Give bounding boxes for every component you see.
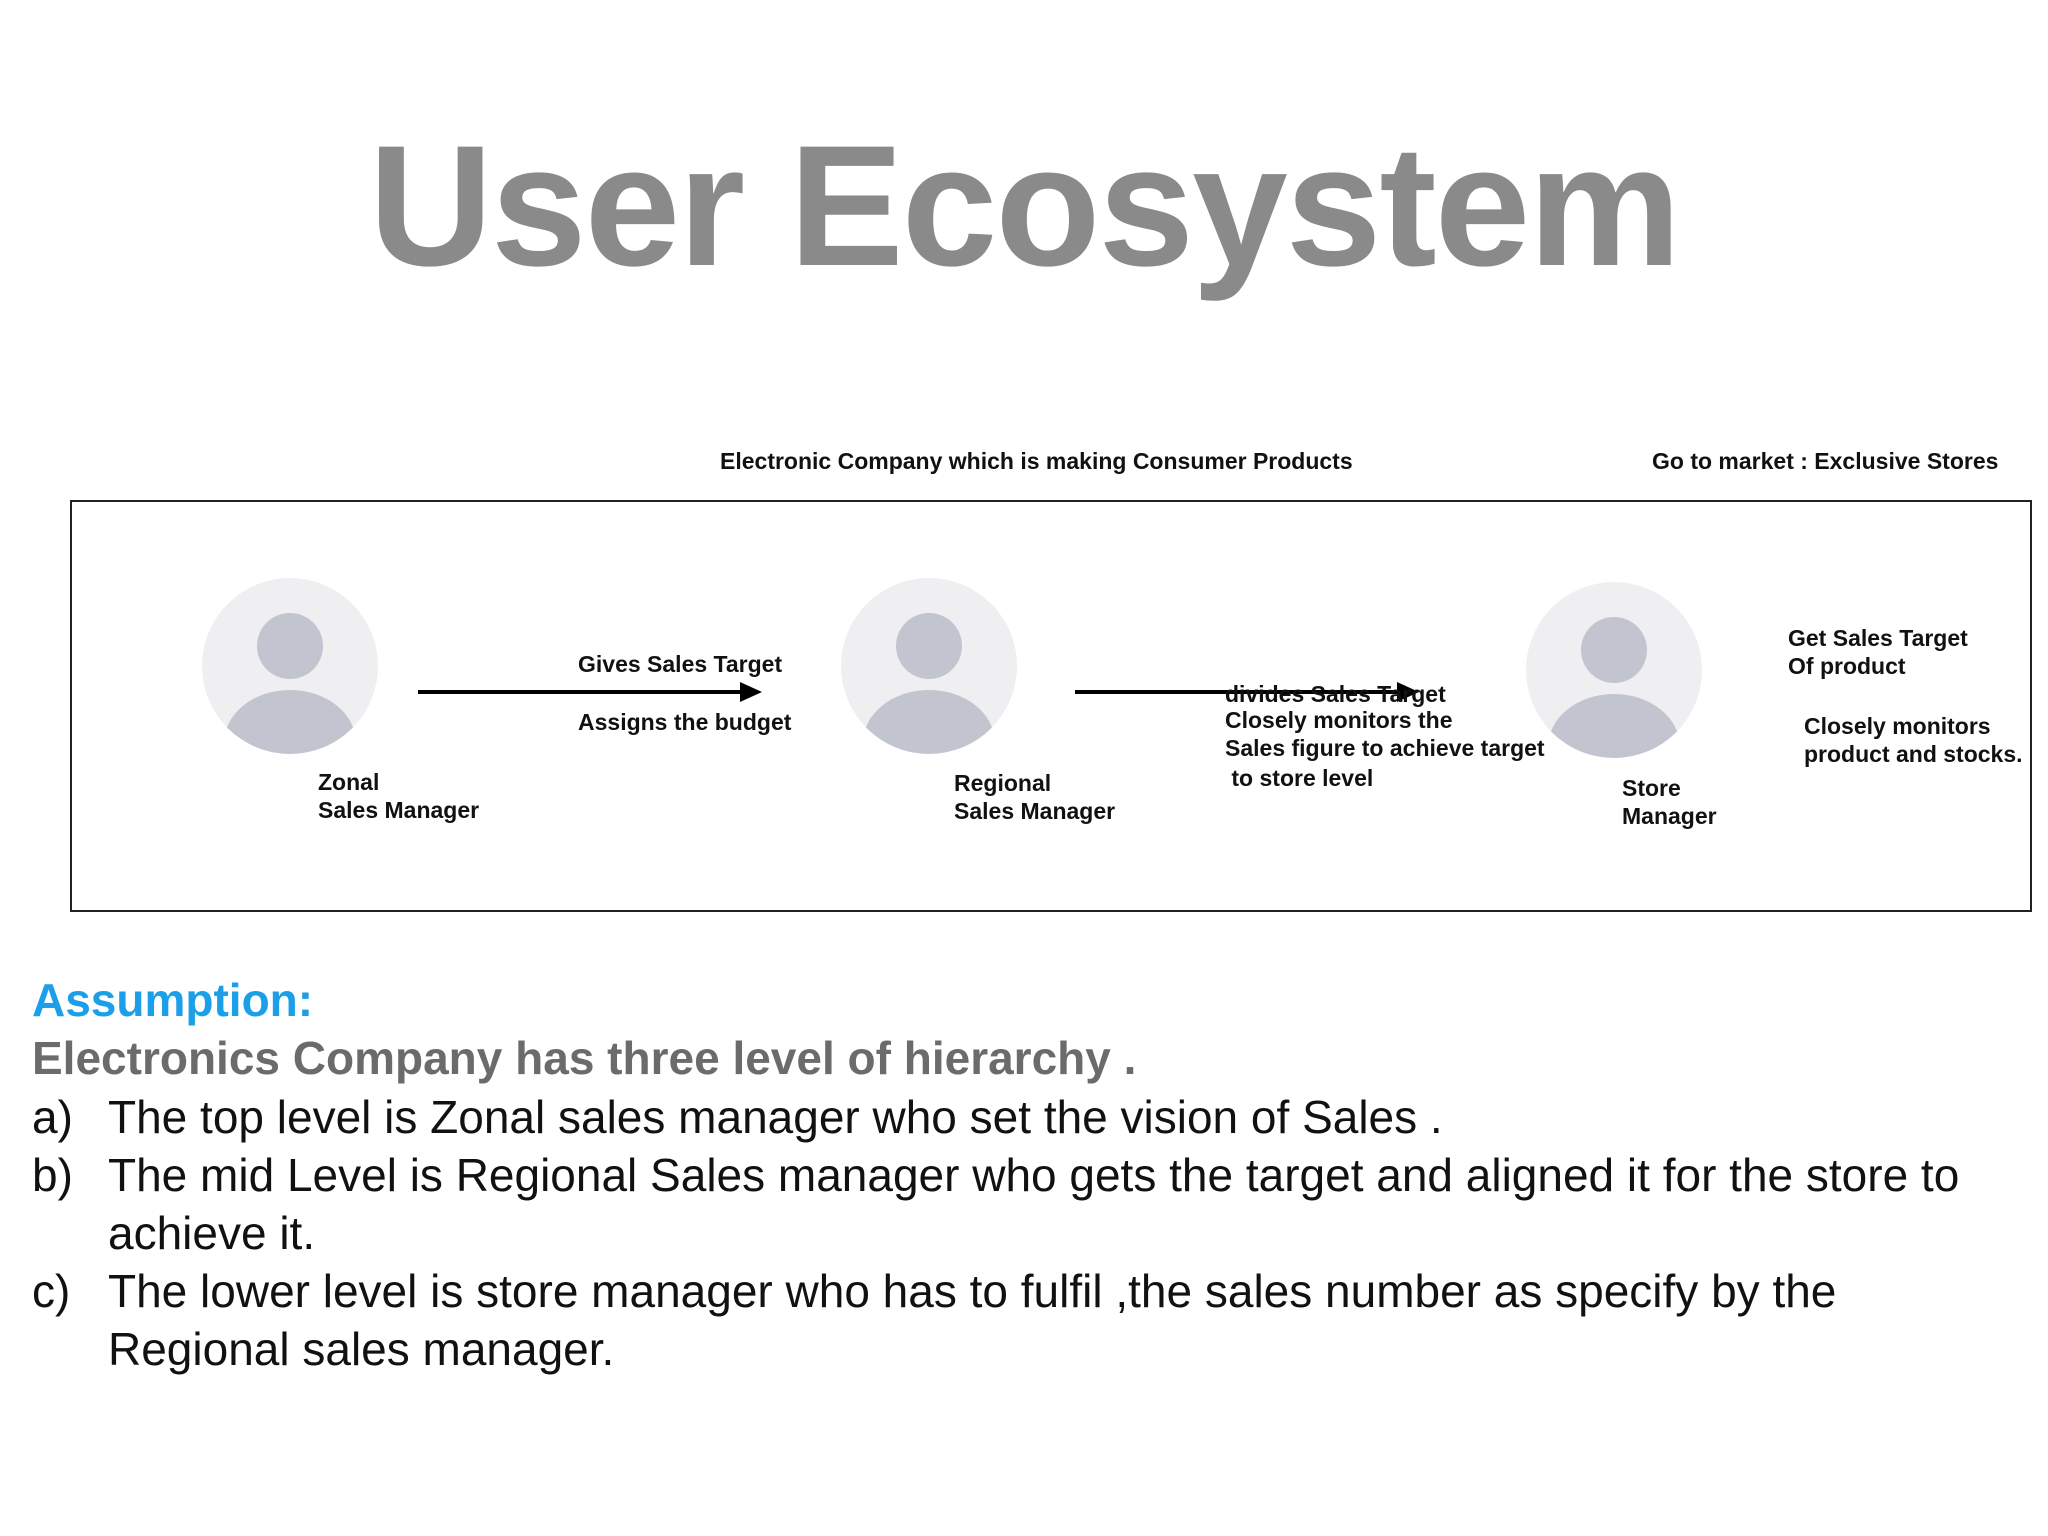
arrow-line (418, 690, 744, 694)
regional-manager-label: Regional Sales Manager (954, 769, 1115, 825)
list-marker: a) (32, 1091, 73, 1143)
zonal-user-avatar-icon (202, 578, 378, 754)
edge2-top-line1: divides Sales Target (1225, 681, 1446, 707)
list-marker: b) (32, 1149, 73, 1201)
store-note-line1: Get Sales Target (1788, 625, 1968, 651)
assumption-heading: Assumption: (32, 974, 314, 1026)
list-item: a) The top level is Zonal sales manager … (32, 1088, 2022, 1146)
edge1-top-label: Gives Sales Target (578, 651, 783, 677)
edge2-bottom-label: Closely monitors the Sales figure to ach… (1225, 706, 1545, 762)
store-user-avatar-icon (1526, 582, 1702, 758)
store-note-line3: Closely monitors (1804, 713, 1991, 739)
zonal-manager-label: Zonal Sales Manager (318, 768, 479, 824)
regional-label-line2: Sales Manager (954, 798, 1116, 824)
arrow-regional-to-store (1075, 682, 1419, 702)
store-monitor-note: Closely monitors product and stocks. (1804, 712, 2023, 768)
slide-title: User Ecosystem (368, 110, 1682, 302)
arrowhead-icon (740, 682, 762, 702)
zonal-label-line2: Sales Manager (318, 797, 480, 823)
arrowhead-icon (1397, 682, 1419, 702)
assumption-intro: Electronics Company has three level of h… (32, 1032, 1137, 1084)
list-text: The mid Level is Regional Sales manager … (108, 1149, 1960, 1259)
list-item: c) The lower level is store manager who … (32, 1262, 2022, 1378)
store-manager-label: Store Manager (1622, 774, 1717, 830)
store-label-line1: Store (1622, 775, 1681, 801)
store-note-line2: Of product (1788, 653, 1906, 679)
store-target-note: Get Sales Target Of product (1788, 624, 1968, 680)
edge2-bottom-line2: Sales figure to achieve target (1225, 735, 1545, 761)
arrow-line (1075, 690, 1401, 694)
assumption-points: a) The top level is Zonal sales manager … (32, 1088, 2022, 1378)
edge2-bottom-line1: Closely monitors the (1225, 707, 1453, 733)
company-caption: Electronic Company which is making Consu… (720, 448, 1353, 474)
store-note-line4: product and stocks. (1804, 741, 2023, 767)
regional-label-line1: Regional (954, 770, 1052, 796)
list-item: b) The mid Level is Regional Sales manag… (32, 1146, 2022, 1262)
ecosystem-diagram: Zonal Sales Manager Gives Sales Target A… (70, 500, 2032, 912)
list-marker: c) (32, 1265, 71, 1317)
market-caption: Go to market : Exclusive Stores (1652, 448, 1999, 474)
edge2-top-line2: to store level (1225, 765, 1374, 791)
regional-user-avatar-icon (841, 578, 1017, 754)
list-text: The lower level is store manager who has… (108, 1265, 1837, 1375)
edge1-bottom-label: Assigns the budget (578, 709, 792, 735)
edge2-top-label: divides Sales Target to store level (1225, 624, 1446, 848)
arrow-zonal-to-regional (418, 682, 762, 702)
store-label-line2: Manager (1622, 803, 1717, 829)
zonal-label-line1: Zonal (318, 769, 380, 795)
list-text: The top level is Zonal sales manager who… (108, 1091, 1443, 1143)
